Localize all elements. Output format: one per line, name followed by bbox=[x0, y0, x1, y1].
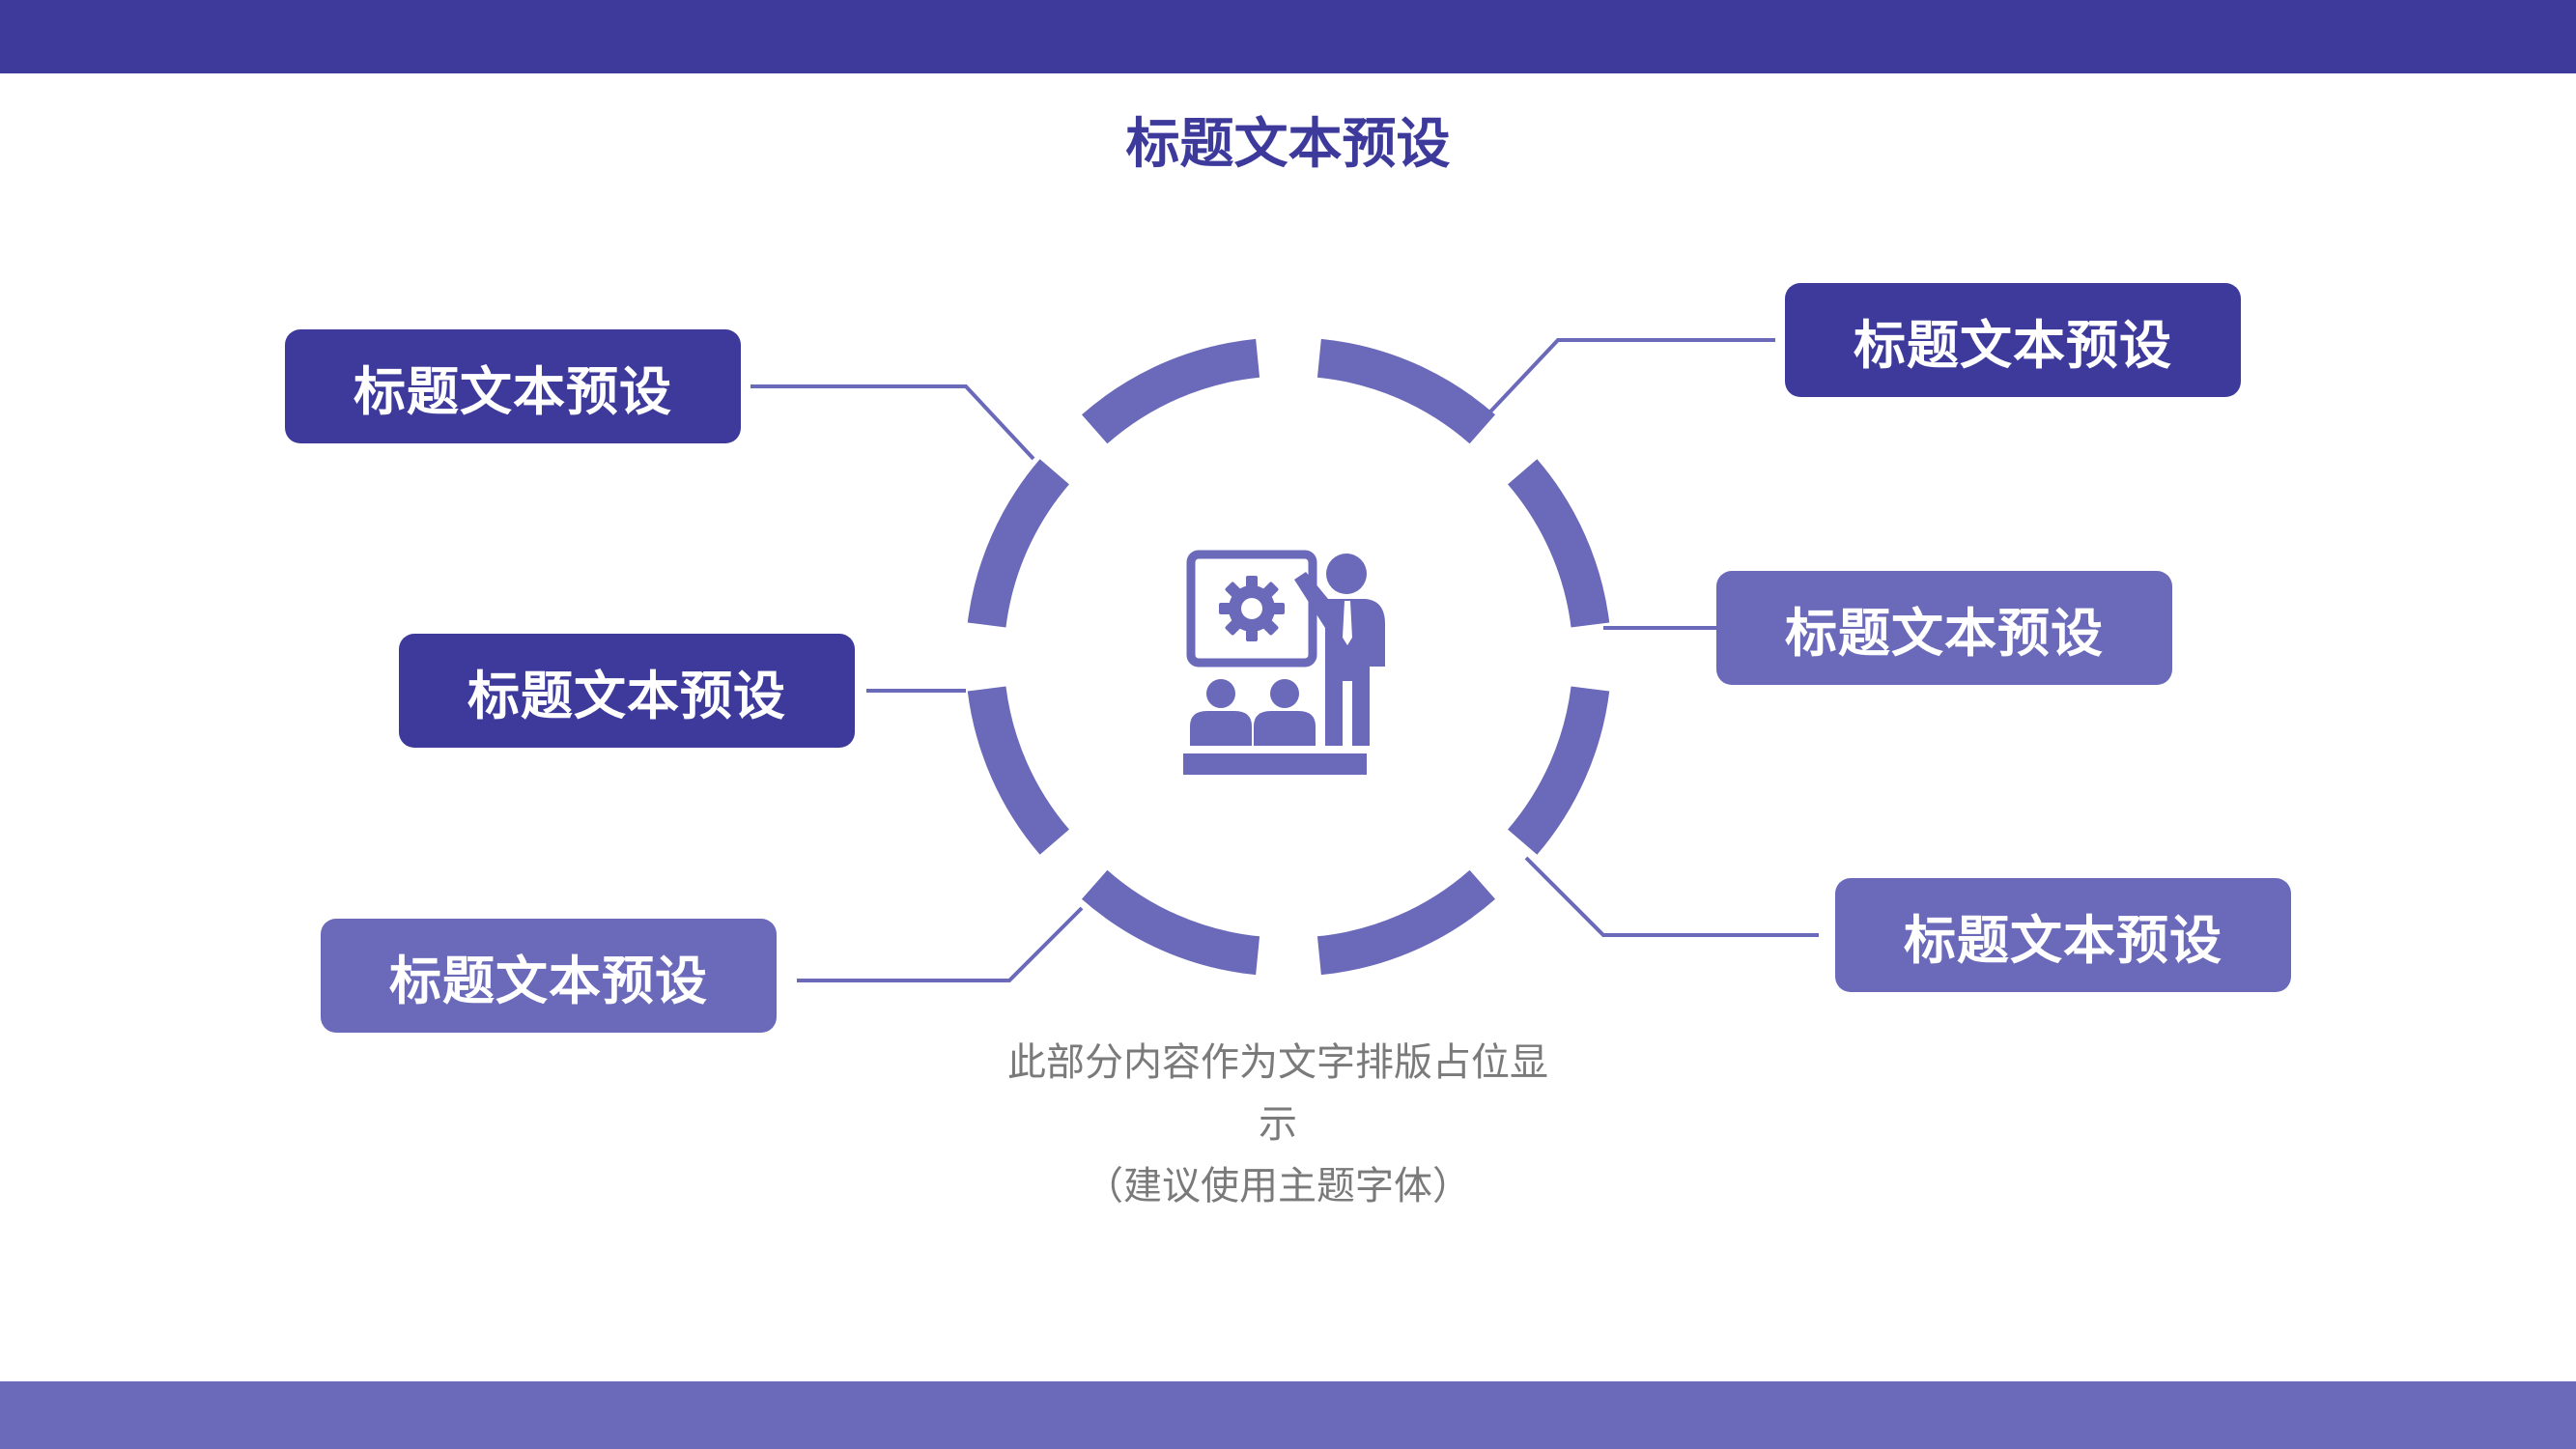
title-box-bottom-right: 标题文本预设 bbox=[1835, 878, 2291, 992]
title-box-mid-right: 标题文本预设 bbox=[1716, 571, 2172, 685]
description-line-3: （建议使用主题字体） bbox=[1085, 1164, 1471, 1208]
ring-segment bbox=[1316, 338, 1496, 444]
page-title: 标题文本预设 bbox=[1125, 113, 1451, 176]
ring-segment bbox=[1507, 459, 1610, 628]
presentation-icon bbox=[1183, 550, 1385, 775]
connector-bottom-left bbox=[797, 906, 1084, 982]
ring-segment bbox=[967, 459, 1070, 628]
ring-segment bbox=[1507, 686, 1610, 855]
ring-segment bbox=[1081, 338, 1260, 444]
ring-segment bbox=[1081, 869, 1260, 976]
connector-top-left bbox=[750, 384, 1035, 461]
description-line-2: 示 bbox=[1259, 1102, 1297, 1147]
title-box-bottom-left: 标题文本预设 bbox=[321, 919, 777, 1033]
gear-icon bbox=[1219, 576, 1285, 641]
title-box-mid-left: 标题文本预设 bbox=[399, 634, 855, 748]
title-box-top-left: 标题文本预设 bbox=[285, 329, 741, 443]
description-line-1: 此部分内容作为文字排版占位显 bbox=[1007, 1040, 1548, 1085]
connector-bottom-right bbox=[1524, 856, 1819, 937]
bottom-banner bbox=[0, 1381, 2576, 1449]
top-banner bbox=[0, 0, 2576, 73]
title-box-top-right: 标题文本预设 bbox=[1785, 283, 2241, 397]
ring-segment bbox=[967, 686, 1070, 855]
connector-top-right bbox=[1476, 338, 1775, 427]
ring-segment bbox=[1316, 869, 1496, 976]
description-text: 此部分内容作为文字排版占位显 示 （建议使用主题字体） bbox=[949, 1032, 1606, 1217]
